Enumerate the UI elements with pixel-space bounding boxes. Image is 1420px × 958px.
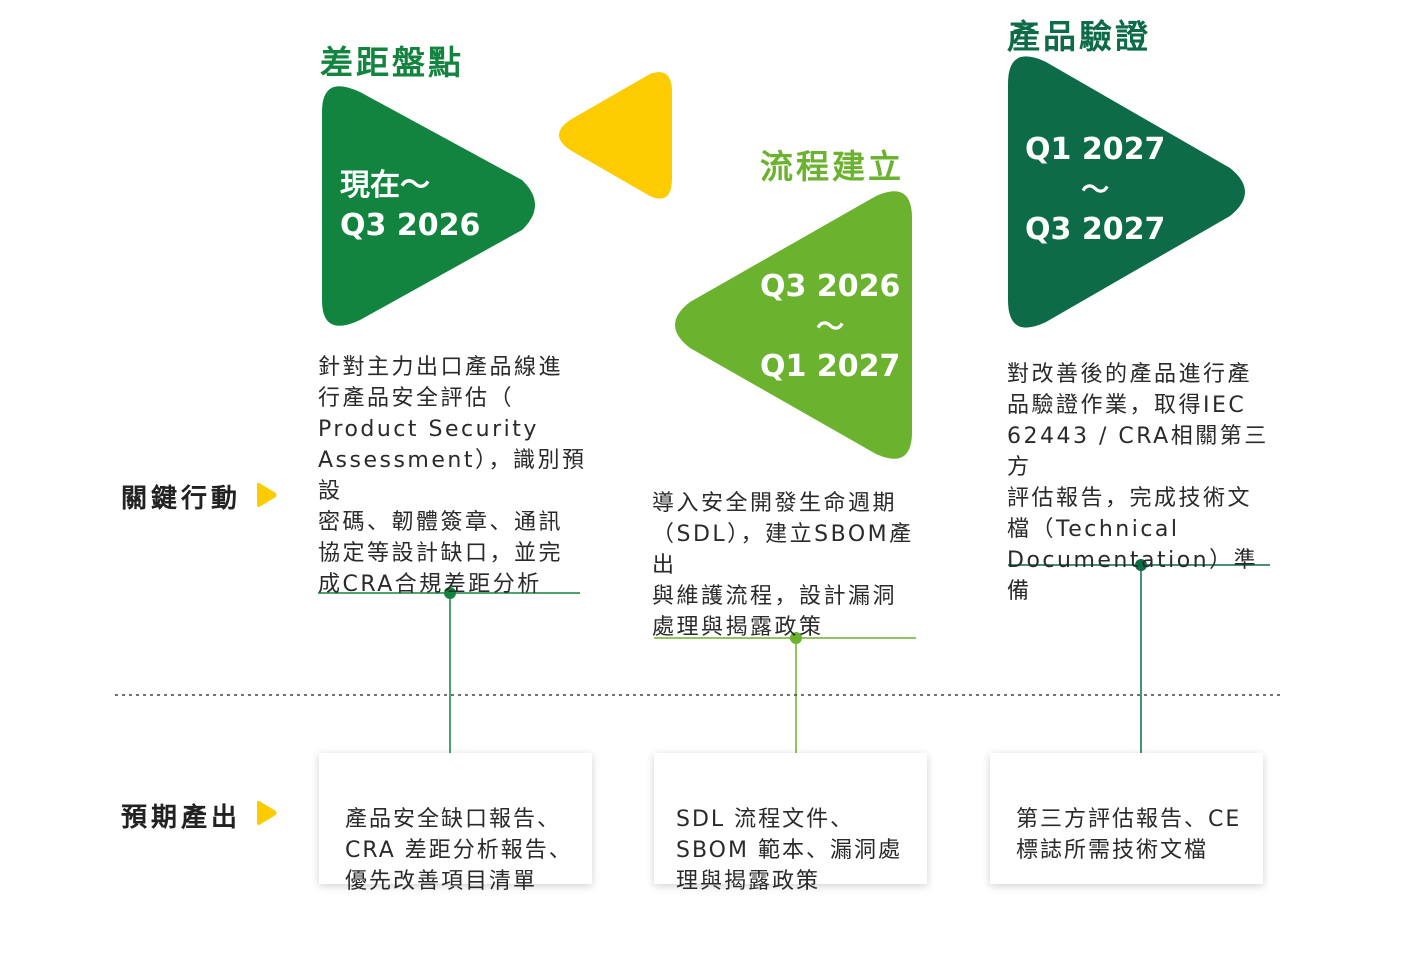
phase-3-action: 對改善後的產品進行產 品驗證作業，取得IEC 62443 / CRA相關第三方 … — [1007, 362, 1269, 604]
phase-2-period: Q3 2026 ～ Q1 2027 — [760, 267, 900, 387]
phase-2-period-end: Q1 2027 — [760, 349, 901, 384]
yellow-play-icon — [257, 801, 277, 825]
phase-3-triangle — [1008, 56, 1245, 328]
phase-1-title: 差距盤點 — [320, 43, 464, 82]
phase-1-action: 針對主力出口產品線進 行產品安全評估（ Product Security Ass… — [318, 355, 587, 597]
phase-3-period: Q1 2027 ～ Q3 2027 — [1025, 130, 1165, 250]
yellow-triangle — [559, 72, 672, 199]
outputs-row-label: 預期產出 — [121, 803, 242, 833]
phase-1-output: 產品安全缺口報告、 CRA 差距分析報告、 優先改善項目清單 — [345, 807, 573, 894]
phase-2-output: SDL 流程文件、 SBOM 範本、漏洞處 理與揭露政策 — [676, 807, 902, 894]
phase-1-connector — [318, 587, 580, 753]
actions-row-label: 關鍵行動 — [121, 484, 242, 514]
phase-3-connector — [1008, 559, 1270, 753]
phase-3-period-start: Q1 2027 — [1025, 132, 1166, 167]
phase-2-connector — [654, 632, 916, 753]
phase-1-output-box: 產品安全缺口報告、 CRA 差距分析報告、 優先改善項目清單 — [319, 753, 592, 894]
phase-1-triangle — [322, 86, 535, 326]
phase-3-period-tilde: ～ — [1081, 173, 1110, 206]
phase-1-period-end: Q3 2026 — [340, 208, 481, 243]
phase-1-period: 現在～ Q3 2026 — [340, 166, 480, 246]
yellow-play-icon — [257, 483, 277, 507]
phase-3-output-box: 第三方評估報告、CE 標誌所需技術文檔 — [990, 753, 1263, 884]
phase-2-period-start: Q3 2026 — [760, 269, 901, 304]
phase-2-triangle — [675, 191, 912, 459]
phase-3-title: 產品驗證 — [1007, 17, 1151, 56]
phase-2-period-tilde: ～ — [816, 310, 845, 343]
phase-3-period-end: Q3 2027 — [1025, 212, 1166, 247]
phase-2-output-box: SDL 流程文件、 SBOM 範本、漏洞處 理與揭露政策 — [654, 753, 927, 894]
phase-1-period-start: 現在～ — [340, 168, 430, 203]
phase-2-action: 導入安全開發生命週期 （SDL），建立SBOM產出 與維護流程，設計漏洞 處理與… — [652, 491, 914, 640]
phase-2-title: 流程建立 — [760, 147, 904, 186]
phase-3-output: 第三方評估報告、CE 標誌所需技術文檔 — [1016, 807, 1242, 863]
